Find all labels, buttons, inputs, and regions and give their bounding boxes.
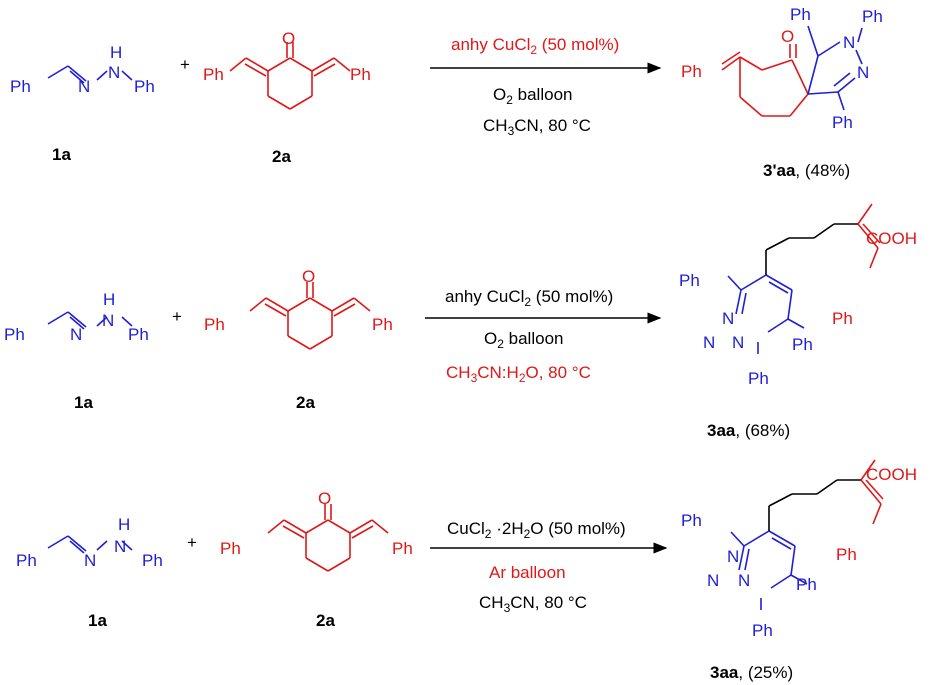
ph-label: Ph [392,539,413,558]
n-label: N [843,33,855,52]
n-label: N [84,551,96,570]
compound-2a-label: 2a [272,147,291,166]
ph-label: Ph [134,77,155,96]
n-label: N [722,309,734,328]
compound-2a-label: 2a [296,393,315,412]
o-label: O [781,27,794,46]
cooh-label: COOH [866,465,917,484]
h-label: H [103,290,115,309]
condition-atmosphere: Ar balloon [489,563,566,582]
ph-label: Ph [790,5,811,24]
ph-label: Ph [832,113,853,132]
plus-sign: + [172,307,182,326]
product-3paa-label: 3'aa, (48%) [763,161,850,180]
ph-label: Ph [681,62,702,81]
ph-label: Ph [832,309,853,328]
ph-label: Ph [792,335,813,354]
reaction-1: Ph N N H Ph 1a + O Ph Ph 2a anhy CuCl2 (… [10,5,883,180]
compound-2a-structure [267,503,389,572]
h-label: H [110,43,122,62]
product-3aa-structure [727,203,881,355]
n-label: N [114,537,126,556]
n-label: N [703,333,715,352]
compound-2a-structure [249,281,371,350]
condition-solvent: CH3CN, 80 °C [483,116,591,138]
plus-sign: + [187,533,197,552]
n-label: N [707,571,719,590]
n-label: N [857,63,869,82]
condition-atmosphere: O2 balloon [484,329,563,351]
n-label: N [70,325,82,344]
n-label: N [732,333,744,352]
compound-1a-label: 1a [74,393,93,412]
condition-catalyst: anhy CuCl2 (50 mol%) [451,35,619,57]
reaction-2: Ph N N H Ph 1a + O Ph Ph 2a anhy CuCl2 (… [4,203,917,440]
compound-1a-label: 1a [52,145,71,164]
n-label: N [727,547,739,566]
ph-label: Ph [204,315,225,334]
ph-label: Ph [796,575,817,594]
ph-label: Ph [220,539,241,558]
n-label: N [78,77,90,96]
cooh-label: COOH [866,229,917,248]
ph-label: Ph [128,325,149,344]
ph-label: Ph [4,325,25,344]
condition-catalyst: anhy CuCl2 (50 mol%) [445,287,613,309]
plus-sign: + [180,55,190,74]
o-label: O [282,29,295,48]
condition-solvent: CH3CN:H2O, 80 °C [446,363,591,385]
o-label: O [318,489,331,508]
ph-label: Ph [752,621,773,640]
ph-label: Ph [748,369,769,388]
n-label: N [108,63,120,82]
product-3aa-label: 3aa, (25%) [710,663,793,682]
ph-label: Ph [10,77,31,96]
n-label: N [102,311,114,330]
compound-2a-label: 2a [316,611,335,630]
o-label: O [302,267,315,286]
product-3aa-label: 3aa, (68%) [707,421,790,440]
condition-solvent: CH3CN, 80 °C [479,593,587,615]
compound-1a-label: 1a [88,611,107,630]
ph-label: Ph [836,545,857,564]
h-label: H [118,515,130,534]
condition-atmosphere: O2 balloon [493,85,572,107]
ph-label: Ph [203,65,224,84]
product-3paa-structure [721,25,863,117]
ph-label: Ph [679,271,700,290]
ph-label: Ph [350,65,371,84]
reaction-3: Ph N N H Ph 1a + O Ph Ph 2a CuCl2 ·2H2O … [16,459,917,682]
ph-label: Ph [142,551,163,570]
ph-label: Ph [862,7,883,26]
ph-label: Ph [372,315,393,334]
ph-label: Ph [681,511,702,530]
compound-2a-structure [229,41,351,110]
condition-catalyst: CuCl2 ·2H2O (50 mol%) [447,519,626,541]
ph-label: Ph [16,551,37,570]
compound-1a-structure [47,311,133,330]
n-label: N [738,571,750,590]
